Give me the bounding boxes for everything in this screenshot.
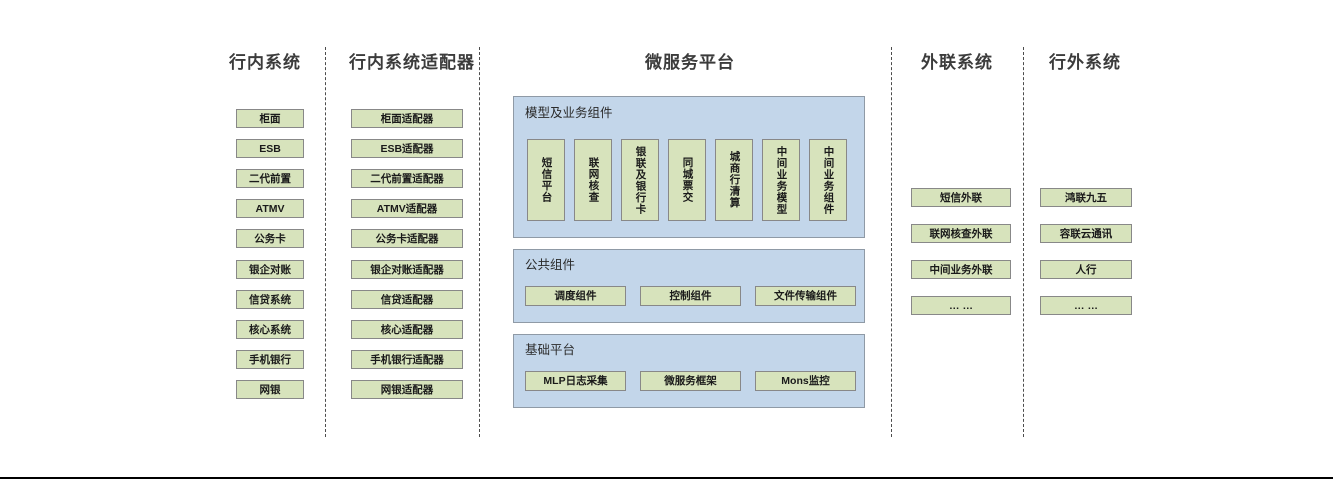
list-item[interactable]: ATMV <box>236 199 304 218</box>
list-item[interactable]: ESB <box>236 139 304 158</box>
list-item[interactable]: 信贷系统 <box>236 290 304 309</box>
list-item[interactable]: 鸿联九五 <box>1040 188 1132 207</box>
list-item[interactable]: 手机银行 <box>236 350 304 369</box>
list-item[interactable]: 网银适配器 <box>351 380 463 399</box>
list-item[interactable]: 容联云通讯 <box>1040 224 1132 243</box>
list-item[interactable]: 公务卡适配器 <box>351 229 463 248</box>
list-item[interactable]: 短信外联 <box>911 188 1011 207</box>
list-item[interactable]: 联网核查外联 <box>911 224 1011 243</box>
list-item[interactable]: 二代前置适配器 <box>351 169 463 188</box>
panel-title-model-business-components: 模型及业务组件 <box>525 106 613 120</box>
list-item[interactable]: 银企对账适配器 <box>351 260 463 279</box>
list-item[interactable]: … … <box>911 296 1011 315</box>
column-divider-1 <box>325 47 326 437</box>
column-title-in-bank-systems: 行内系统 <box>229 53 301 72</box>
component-box[interactable]: MLP日志采集 <box>525 371 626 391</box>
list-item[interactable]: 信贷适配器 <box>351 290 463 309</box>
component-box[interactable]: 中间业务模型 <box>762 139 800 221</box>
list-item[interactable]: ESB适配器 <box>351 139 463 158</box>
page-bottom-rule <box>0 477 1333 479</box>
list-item[interactable]: 手机银行适配器 <box>351 350 463 369</box>
component-box[interactable]: 微服务框架 <box>640 371 741 391</box>
component-box[interactable]: 银联及银行卡 <box>621 139 659 221</box>
page-title: 微服务平台 <box>645 53 735 72</box>
component-box[interactable]: 中间业务组件 <box>809 139 847 221</box>
list-item[interactable]: 柜面适配器 <box>351 109 463 128</box>
list-item[interactable]: 网银 <box>236 380 304 399</box>
list-item[interactable]: 公务卡 <box>236 229 304 248</box>
column-divider-3 <box>891 47 892 437</box>
component-box[interactable]: Mons监控 <box>755 371 856 391</box>
list-item[interactable]: 银企对账 <box>236 260 304 279</box>
component-box[interactable]: 同城票交 <box>668 139 706 221</box>
column-divider-2 <box>479 47 480 437</box>
list-item[interactable]: 柜面 <box>236 109 304 128</box>
column-title-in-bank-adapters: 行内系统适配器 <box>349 53 475 72</box>
component-box[interactable]: 短信平台 <box>527 139 565 221</box>
list-item[interactable]: 核心系统 <box>236 320 304 339</box>
list-item[interactable]: … … <box>1040 296 1132 315</box>
component-box[interactable]: 调度组件 <box>525 286 626 306</box>
column-title-out-of-bank-systems: 行外系统 <box>1049 53 1121 72</box>
list-item[interactable]: 人行 <box>1040 260 1132 279</box>
column-divider-4 <box>1023 47 1024 437</box>
component-box[interactable]: 城商行清算 <box>715 139 753 221</box>
column-title-external-link-systems: 外联系统 <box>921 53 993 72</box>
list-item[interactable]: 核心适配器 <box>351 320 463 339</box>
component-box[interactable]: 控制组件 <box>640 286 741 306</box>
component-box[interactable]: 文件传输组件 <box>755 286 856 306</box>
panel-title-public-components: 公共组件 <box>525 258 576 272</box>
panel-title-base-platform: 基础平台 <box>525 343 576 357</box>
list-item[interactable]: 二代前置 <box>236 169 304 188</box>
list-item[interactable]: 中间业务外联 <box>911 260 1011 279</box>
component-box[interactable]: 联网核查 <box>574 139 612 221</box>
list-item[interactable]: ATMV适配器 <box>351 199 463 218</box>
